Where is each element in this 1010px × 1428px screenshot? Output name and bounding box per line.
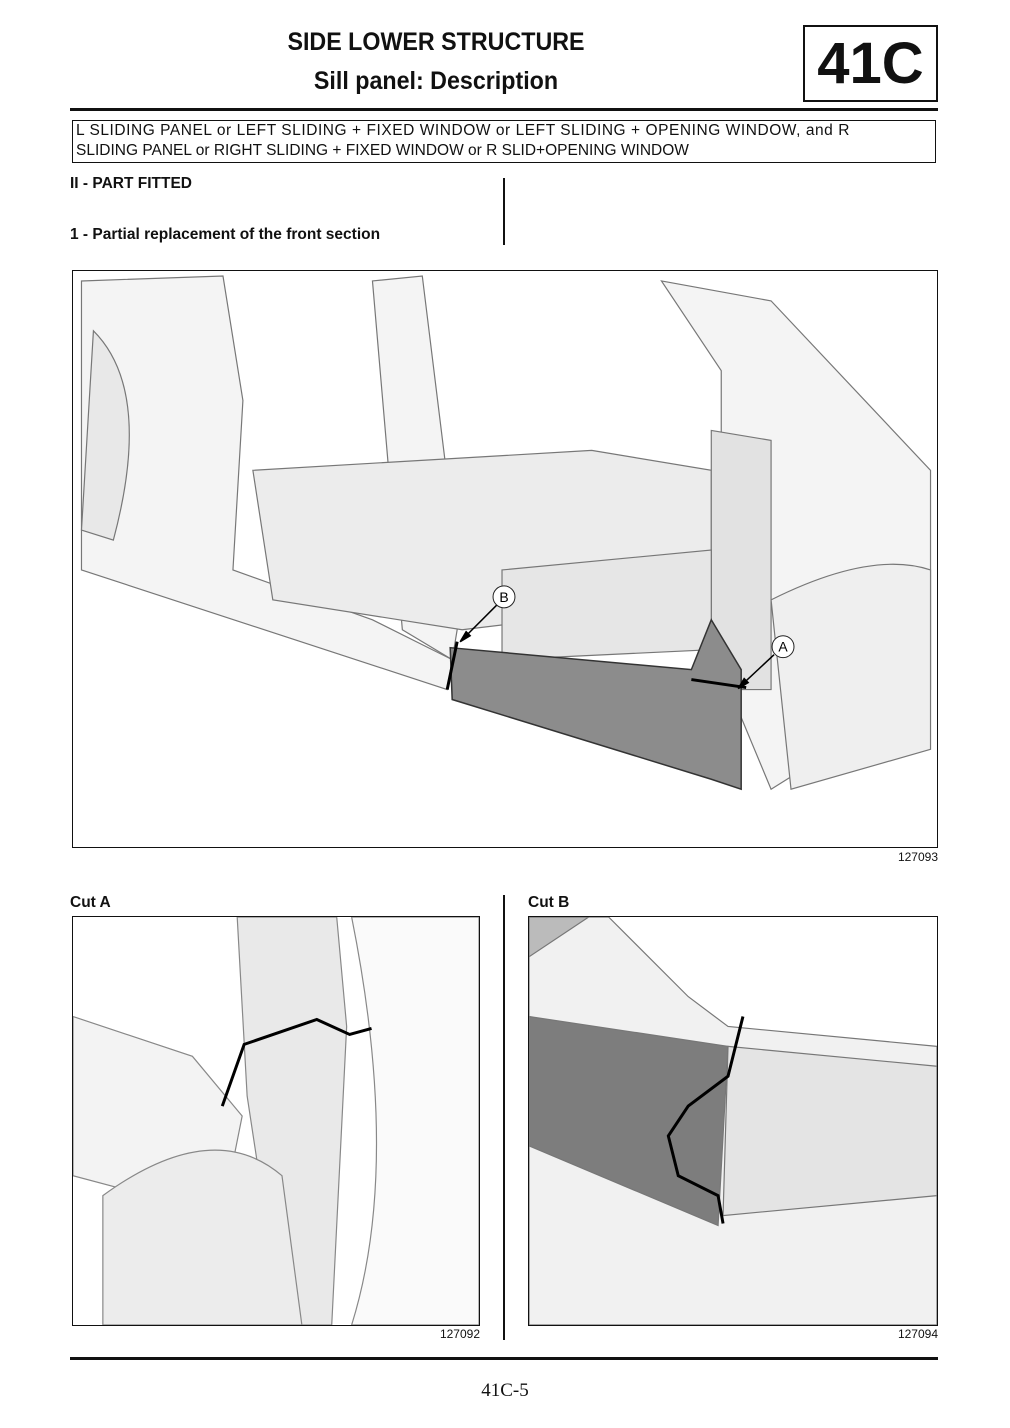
- main-figure-vehicle-body: B A: [72, 270, 938, 848]
- applicability-line-1: L SLIDING PANEL or LEFT SLIDING + FIXED …: [76, 122, 850, 139]
- callout-a: A: [778, 639, 788, 655]
- cut-a-figure-number: 127092: [439, 1327, 480, 1341]
- vehicle-body-illustration: B A: [80, 275, 932, 791]
- applicability-box: L SLIDING PANEL or LEFT SLIDING + FIXED …: [72, 120, 936, 163]
- column-divider: [503, 178, 505, 245]
- cut-a-label: Cut A: [70, 894, 111, 911]
- sill-panel-part: [449, 618, 742, 791]
- cut-a-illustration: [73, 917, 479, 1325]
- column-divider-lower: [503, 895, 505, 1340]
- callout-b: B: [499, 589, 508, 605]
- section-code-badge: 41C: [803, 25, 938, 102]
- cut-b-label: Cut B: [528, 894, 570, 911]
- footer-rule: [70, 1357, 938, 1360]
- cut-a-figure: [72, 916, 480, 1326]
- cut-b-illustration: [529, 917, 937, 1325]
- section-heading: II - PART FITTED: [70, 175, 192, 192]
- page-number: 41C-5: [481, 1380, 529, 1401]
- section-subheading: 1 - Partial replacement of the front sec…: [70, 226, 381, 243]
- cut-b-figure: [528, 916, 938, 1326]
- header-rule: [70, 108, 938, 111]
- applicability-line-2: SLIDING PANEL or RIGHT SLIDING + FIXED W…: [76, 142, 689, 159]
- cut-b-figure-number: 127094: [897, 1327, 938, 1341]
- page-subtitle: Sill panel: Description: [313, 67, 559, 95]
- page-title: SIDE LOWER STRUCTURE: [287, 28, 585, 56]
- main-figure-number: 127093: [897, 850, 938, 864]
